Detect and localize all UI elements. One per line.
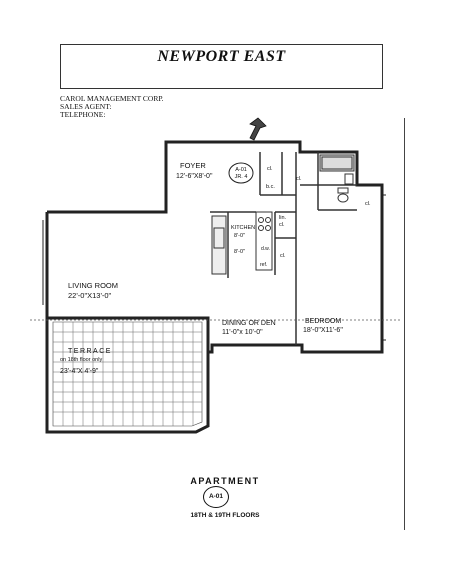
- terrace-note: on 18th floor only: [60, 357, 102, 363]
- bedroom-label: BEDROOM: [305, 318, 341, 325]
- terrace-label: TERRACE: [68, 348, 112, 355]
- unit-number: A-01: [208, 493, 224, 500]
- interior-walls: [210, 152, 357, 345]
- telephone-label: TELEPHONE:: [60, 110, 106, 119]
- foyer-dims: 12'-6"X8'-0": [176, 173, 213, 180]
- sales-agent-label: SALES AGENT:: [60, 102, 112, 111]
- kitchen-dims-1: 8'-0": [234, 233, 245, 239]
- windows: [42, 194, 386, 341]
- unit-badge: A-01 JR. 4: [228, 162, 254, 184]
- kitchen-label: KITCHEN: [231, 225, 255, 231]
- closet-label-bedroom: cl.: [365, 201, 371, 207]
- apartment-heading: APARTMENT: [190, 476, 260, 486]
- entry-arrow-icon: [249, 117, 267, 141]
- living-room-label: LIVING ROOM: [68, 281, 118, 290]
- dishwasher-label: d.w.: [261, 246, 270, 252]
- kitchen-fixtures: [211, 211, 273, 275]
- exterior-walls: [45, 140, 384, 354]
- unit-badge-line1: A-01: [235, 167, 247, 173]
- linen-closet-sub: cl.: [279, 222, 285, 228]
- closet-label-foyer: cl.: [267, 166, 273, 172]
- title-banner: [60, 44, 383, 89]
- management-company: CAROL MANAGEMENT CORP.: [60, 94, 164, 103]
- closet-label-dining: cl.: [280, 253, 286, 259]
- kitchen-dims-2: 8'-0": [234, 249, 245, 255]
- closet-label-hall: cl.: [296, 176, 302, 182]
- bathroom-fixtures: [319, 154, 355, 203]
- margin-rule: [404, 118, 405, 530]
- linen-closet-label: lin.: [279, 215, 287, 221]
- terrace: [45, 316, 210, 434]
- refrigerator-label: ref.: [260, 262, 267, 268]
- broom-closet-label: b.c.: [266, 184, 275, 190]
- terrace-dims: 23'-4"X 4'-9": [60, 368, 99, 375]
- unit-badge-line2: JR. 4: [235, 174, 248, 180]
- dining-label: DINING OR DEN: [222, 320, 276, 327]
- living-room-dims: 22'-0"X13'-0": [68, 291, 112, 300]
- building-title: NEWPORT EAST: [157, 48, 286, 65]
- foyer-label: FOYER: [180, 161, 206, 170]
- unit-circle: [203, 486, 229, 508]
- bedroom-dims: 18'-0"X11'-6": [303, 327, 343, 334]
- dining-dims: 11'-0"x 10'-0": [222, 329, 263, 336]
- floors-label: 18TH & 19TH FLOORS: [190, 512, 260, 519]
